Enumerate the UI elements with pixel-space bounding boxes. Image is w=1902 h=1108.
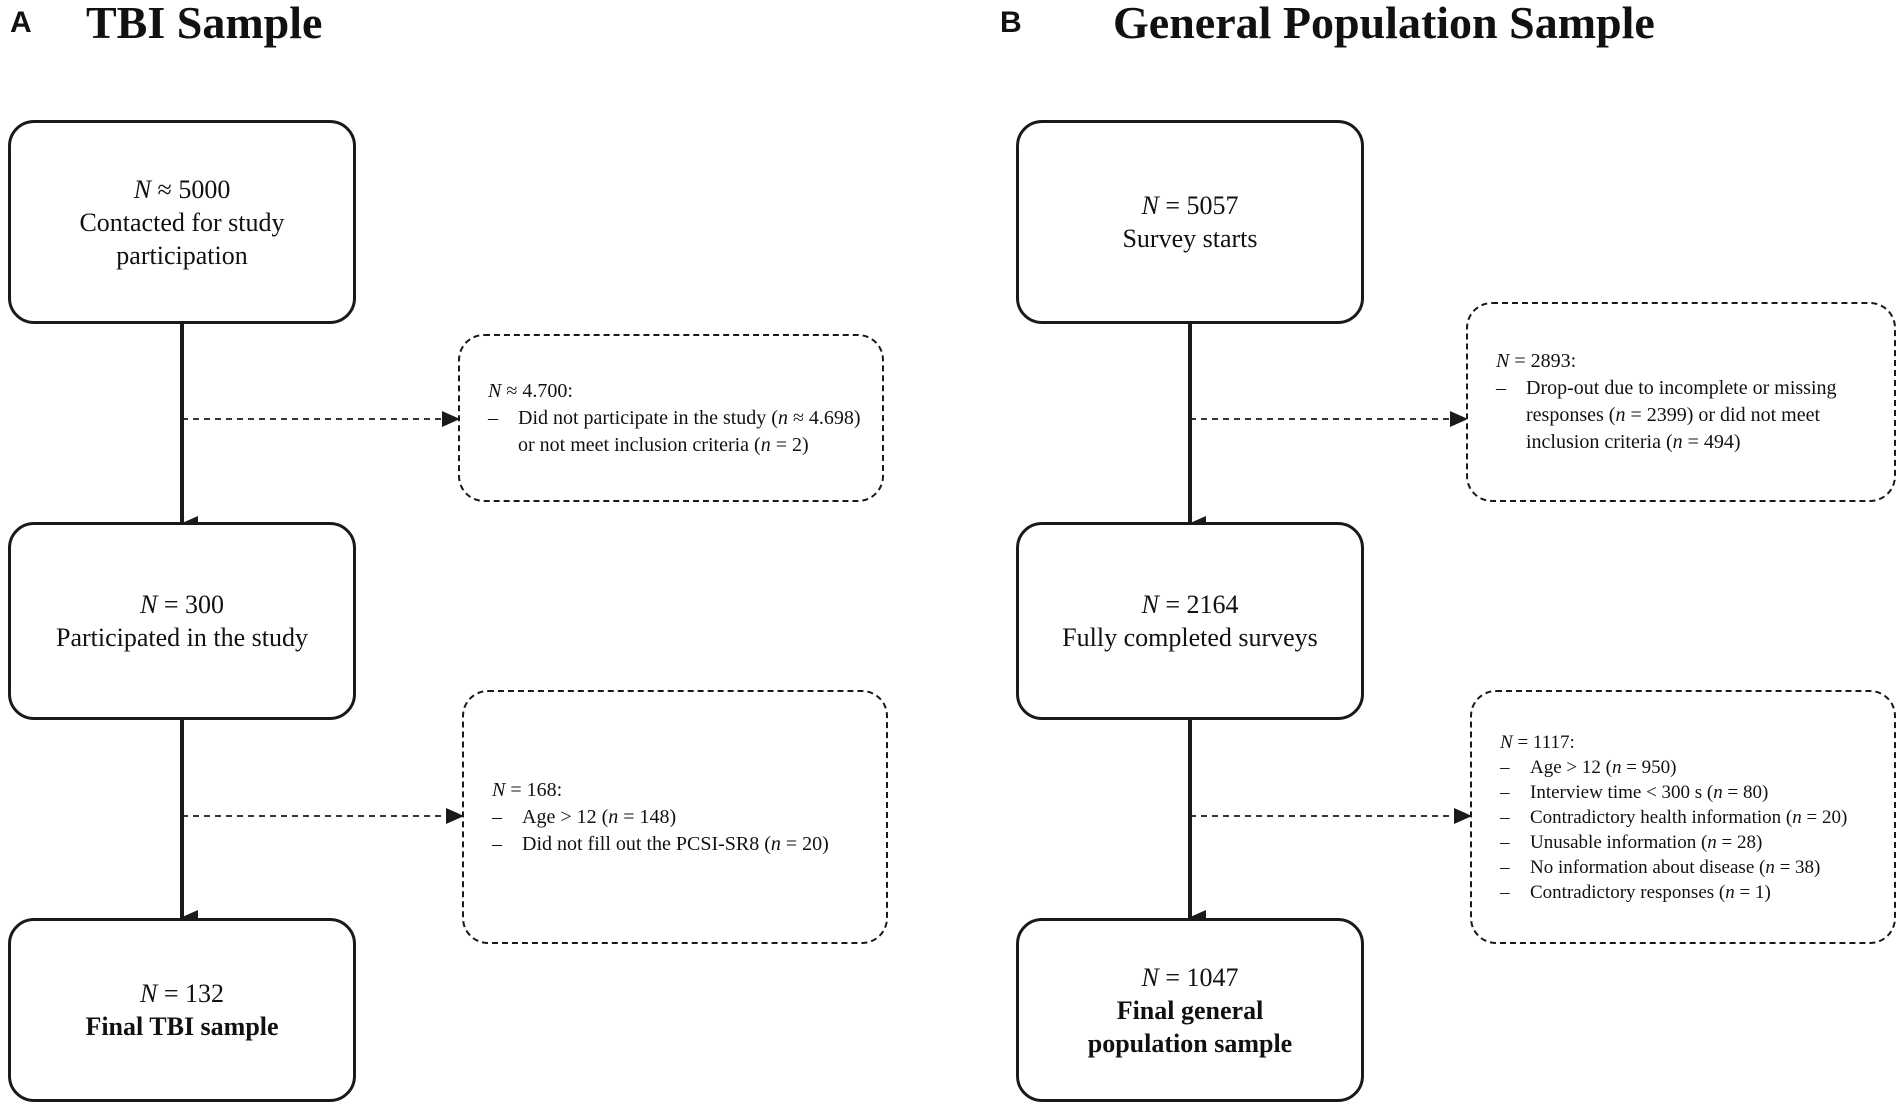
exclusion-b-2-item-4: Unusable information (n = 28) bbox=[1500, 830, 1880, 855]
exclusion-b-2-item-3: Contradictory health information (n = 20… bbox=[1500, 805, 1880, 830]
box-a-contacted-count: N ≈ 5000 bbox=[133, 174, 231, 204]
box-b-survey-starts-label: Survey starts bbox=[1122, 224, 1258, 253]
box-b-survey-starts: N = 5057 Survey starts bbox=[1016, 120, 1364, 324]
exclusion-a-2: N = 168: Age > 12 (n = 148) Did not fill… bbox=[462, 690, 888, 944]
box-a-participated-label: Participated in the study bbox=[55, 623, 308, 652]
exclusion-a-1: N ≈ 4.700: Did not participate in the st… bbox=[458, 334, 884, 502]
box-b-final-label-2: population sample bbox=[1087, 1028, 1293, 1058]
box-b-final-label-1: Final general bbox=[1116, 995, 1264, 1025]
box-b-completed-label: Fully completed surveys bbox=[1062, 623, 1318, 652]
box-b-completed: N = 2164 Fully completed surveys bbox=[1016, 522, 1364, 720]
exclusion-a-1-head: N ≈ 4.700: bbox=[488, 379, 573, 402]
box-a-participated: N = 300 Participated in the study bbox=[8, 522, 356, 720]
box-b-survey-starts-count: N = 5057 bbox=[1141, 191, 1239, 220]
box-b-final-count: N = 1047 bbox=[1141, 962, 1239, 992]
exclusion-a-2-item-1: Age > 12 (n = 148) bbox=[492, 804, 872, 831]
panel-a-title: TBI Sample bbox=[86, 0, 323, 48]
exclusion-b-1-head: N = 2893: bbox=[1496, 350, 1577, 372]
exclusion-b-1: N = 2893: Drop-out due to incomplete or … bbox=[1466, 302, 1896, 502]
exclusion-b-2-item-2: Interview time < 300 s (n = 80) bbox=[1500, 780, 1880, 805]
exclusion-b-2: N = 1117: Age > 12 (n = 950) Interview t… bbox=[1470, 690, 1896, 944]
box-b-completed-count: N = 2164 bbox=[1141, 590, 1239, 619]
exclusion-b-2-item-5: No information about disease (n = 38) bbox=[1500, 855, 1880, 880]
exclusion-a-2-head: N = 168: bbox=[492, 778, 563, 801]
box-a-contacted-label-1: Contacted for study bbox=[79, 207, 285, 237]
box-a-contacted: N ≈ 5000 Contacted for study participati… bbox=[8, 120, 356, 324]
box-b-final: N = 1047 Final general population sample bbox=[1016, 918, 1364, 1102]
exclusion-b-2-item-1: Age > 12 (n = 950) bbox=[1500, 755, 1880, 780]
exclusion-b-1-item: Drop-out due to incomplete or missing re… bbox=[1496, 375, 1880, 456]
box-a-final-count: N = 132 bbox=[139, 979, 224, 1008]
exclusion-a-1-item: Did not participate in the study (n ≈ 4.… bbox=[488, 405, 868, 459]
panel-b-letter: B bbox=[1000, 6, 1022, 39]
exclusion-a-2-item-2: Did not fill out the PCSI-SR8 (n = 20) bbox=[492, 831, 872, 858]
exclusion-b-2-item-6: Contradictory responses (n = 1) bbox=[1500, 880, 1880, 905]
box-a-participated-count: N = 300 bbox=[139, 590, 224, 619]
box-a-final-label: Final TBI sample bbox=[85, 1012, 279, 1041]
exclusion-b-2-head: N = 1117: bbox=[1500, 731, 1575, 753]
box-a-contacted-label-2: participation bbox=[116, 240, 248, 270]
panel-b-title: General Population Sample bbox=[1113, 0, 1655, 48]
panel-a-letter: A bbox=[10, 6, 32, 39]
box-a-final: N = 132 Final TBI sample bbox=[8, 918, 356, 1102]
